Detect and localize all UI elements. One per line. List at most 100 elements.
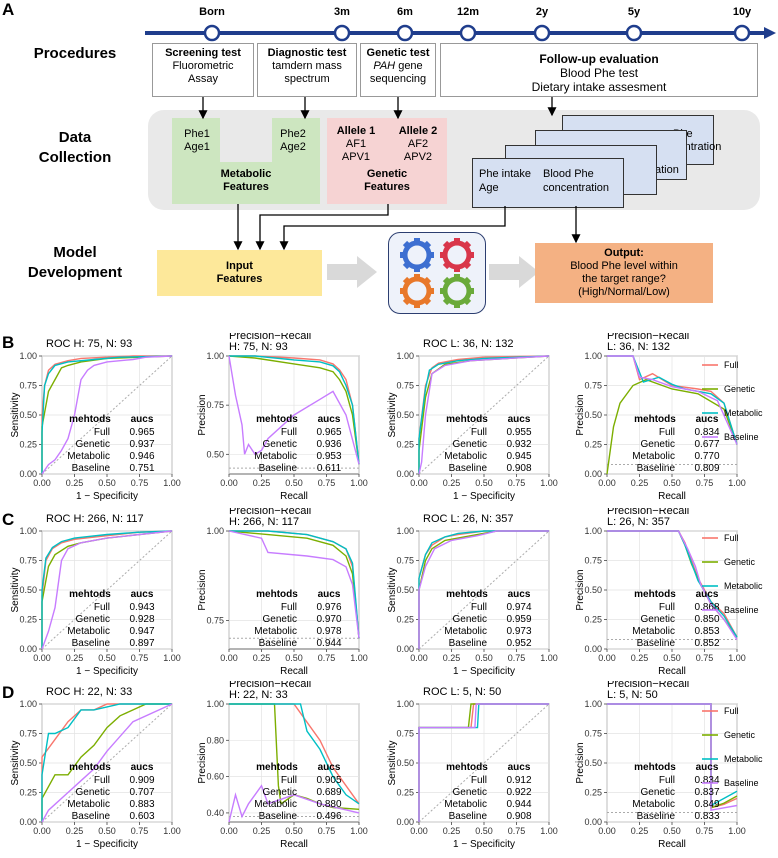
chart-title: H: 266, N: 117 (229, 516, 299, 528)
x-tick-label: 0.50 (663, 826, 681, 836)
auc-table-method: Full (281, 427, 297, 438)
timeline-label-5y: 5y (627, 6, 641, 18)
auc-table-method: Metabolic (444, 799, 487, 810)
y-tick-label: 1.00 (584, 351, 602, 361)
auc-table-value: 0.973 (506, 626, 531, 637)
auc-table-value: 0.677 (694, 439, 719, 450)
x-tick-label: 0.00 (598, 478, 616, 488)
x-tick-label: 0.00 (33, 478, 51, 488)
gear-icon (400, 238, 434, 272)
timeline-label-10y: 10y (732, 6, 752, 18)
x-tick-label: 1.00 (728, 826, 746, 836)
row-label-procedures: Procedures (33, 45, 117, 62)
y-axis-label: Precision (197, 569, 208, 610)
series-line-metabolic (41, 530, 173, 649)
x-tick-label: 0.50 (98, 826, 116, 836)
auc-table-value: 0.955 (506, 427, 531, 438)
auc-table-method: Metabolic (632, 451, 675, 462)
timeline-node-3m (333, 24, 351, 42)
auc-table-method: Metabolic (254, 626, 297, 637)
x-tick-label: 0.25 (631, 826, 649, 836)
auc-table-header-methods: mehtods (634, 414, 676, 425)
auc-table-method: Genetic (453, 439, 487, 450)
auc-table-header-aucs: aucs (131, 414, 154, 425)
y-tick-label: 0.75 (584, 556, 602, 566)
auc-table-value: 0.953 (316, 451, 341, 462)
x-tick-label: 1.00 (540, 826, 558, 836)
y-tick-label: 0.25 (396, 615, 414, 625)
auc-table-method: Genetic (641, 787, 675, 798)
y-tick-label: 0.50 (584, 585, 602, 595)
x-tick-label: 0.75 (131, 653, 149, 663)
series-line-genetic (228, 530, 360, 639)
y-tick-label: 0.25 (584, 615, 602, 625)
x-tick-label: 0.75 (696, 826, 714, 836)
auc-table-header-methods: mehtods (69, 414, 111, 425)
x-tick-label: 0.00 (410, 826, 428, 836)
auc-table-value: 0.908 (506, 463, 531, 474)
series-line-baseline (228, 784, 360, 823)
auc-table-value: 0.883 (129, 799, 154, 810)
series-line-metabolic (229, 703, 360, 805)
x-axis-label: 1 − Specificity (453, 666, 515, 677)
timeline-node-12m (459, 24, 477, 42)
auc-table-method: Baseline (637, 638, 676, 649)
gears-icon (400, 238, 474, 308)
x-tick-label: 0.00 (410, 653, 428, 663)
y-axis-label: Precision (575, 394, 586, 435)
series-line-baseline (41, 530, 173, 650)
auc-table-value: 0.849 (694, 799, 719, 810)
auc-table-value: 0.965 (129, 427, 154, 438)
y-tick-label: 0.00 (396, 469, 414, 479)
auc-table-header-methods: mehtods (446, 414, 488, 425)
y-tick-label: 0.00 (584, 469, 602, 479)
x-tick-label: 0.50 (475, 653, 493, 663)
y-tick-label: 0.80 (206, 735, 224, 745)
auc-table-method: Full (94, 602, 110, 613)
auc-table-value: 0.912 (506, 775, 531, 786)
diagnostic-test-box: Diagnostic test tamdern mass spectrum (257, 43, 357, 97)
timeline-label-born: Born (199, 6, 225, 18)
y-tick-label: 0.50 (19, 410, 37, 420)
y-tick-label: 1.00 (584, 699, 602, 709)
x-tick-label: 0.00 (33, 653, 51, 663)
y-tick-label: 0.00 (19, 644, 37, 654)
y-tick-label: 0.50 (19, 585, 37, 595)
x-tick-label: 0.25 (443, 653, 461, 663)
auc-table-value: 0.945 (506, 451, 531, 462)
y-tick-label: 0.50 (206, 449, 224, 459)
x-tick-label: 0.50 (475, 478, 493, 488)
x-tick-label: 0.00 (33, 826, 51, 836)
series-line-genetic (41, 703, 172, 822)
x-tick-label: 1.00 (163, 478, 181, 488)
series-line-baseline (418, 355, 550, 475)
x-tick-label: 0.25 (443, 478, 461, 488)
y-tick-label: 0.75 (584, 729, 602, 739)
x-tick-label: 0.75 (508, 826, 526, 836)
y-tick-label: 0.75 (206, 400, 224, 410)
auc-table-value: 0.928 (129, 614, 154, 625)
auc-table-method: Metabolic (254, 799, 297, 810)
auc-table-header-aucs: aucs (696, 414, 719, 425)
auc-table-value: 0.833 (694, 811, 719, 822)
auc-table-method: Metabolic (67, 451, 110, 462)
legend-label-full: Full (724, 360, 739, 370)
y-tick-label: 0.00 (584, 644, 602, 654)
auc-table-value: 0.922 (506, 787, 531, 798)
legend-label-baseline: Baseline (724, 605, 759, 615)
x-tick-label: 0.25 (253, 653, 271, 663)
auc-table-method: Genetic (76, 787, 110, 798)
x-tick-label: 0.00 (220, 826, 238, 836)
auc-table-value: 0.852 (694, 638, 719, 649)
